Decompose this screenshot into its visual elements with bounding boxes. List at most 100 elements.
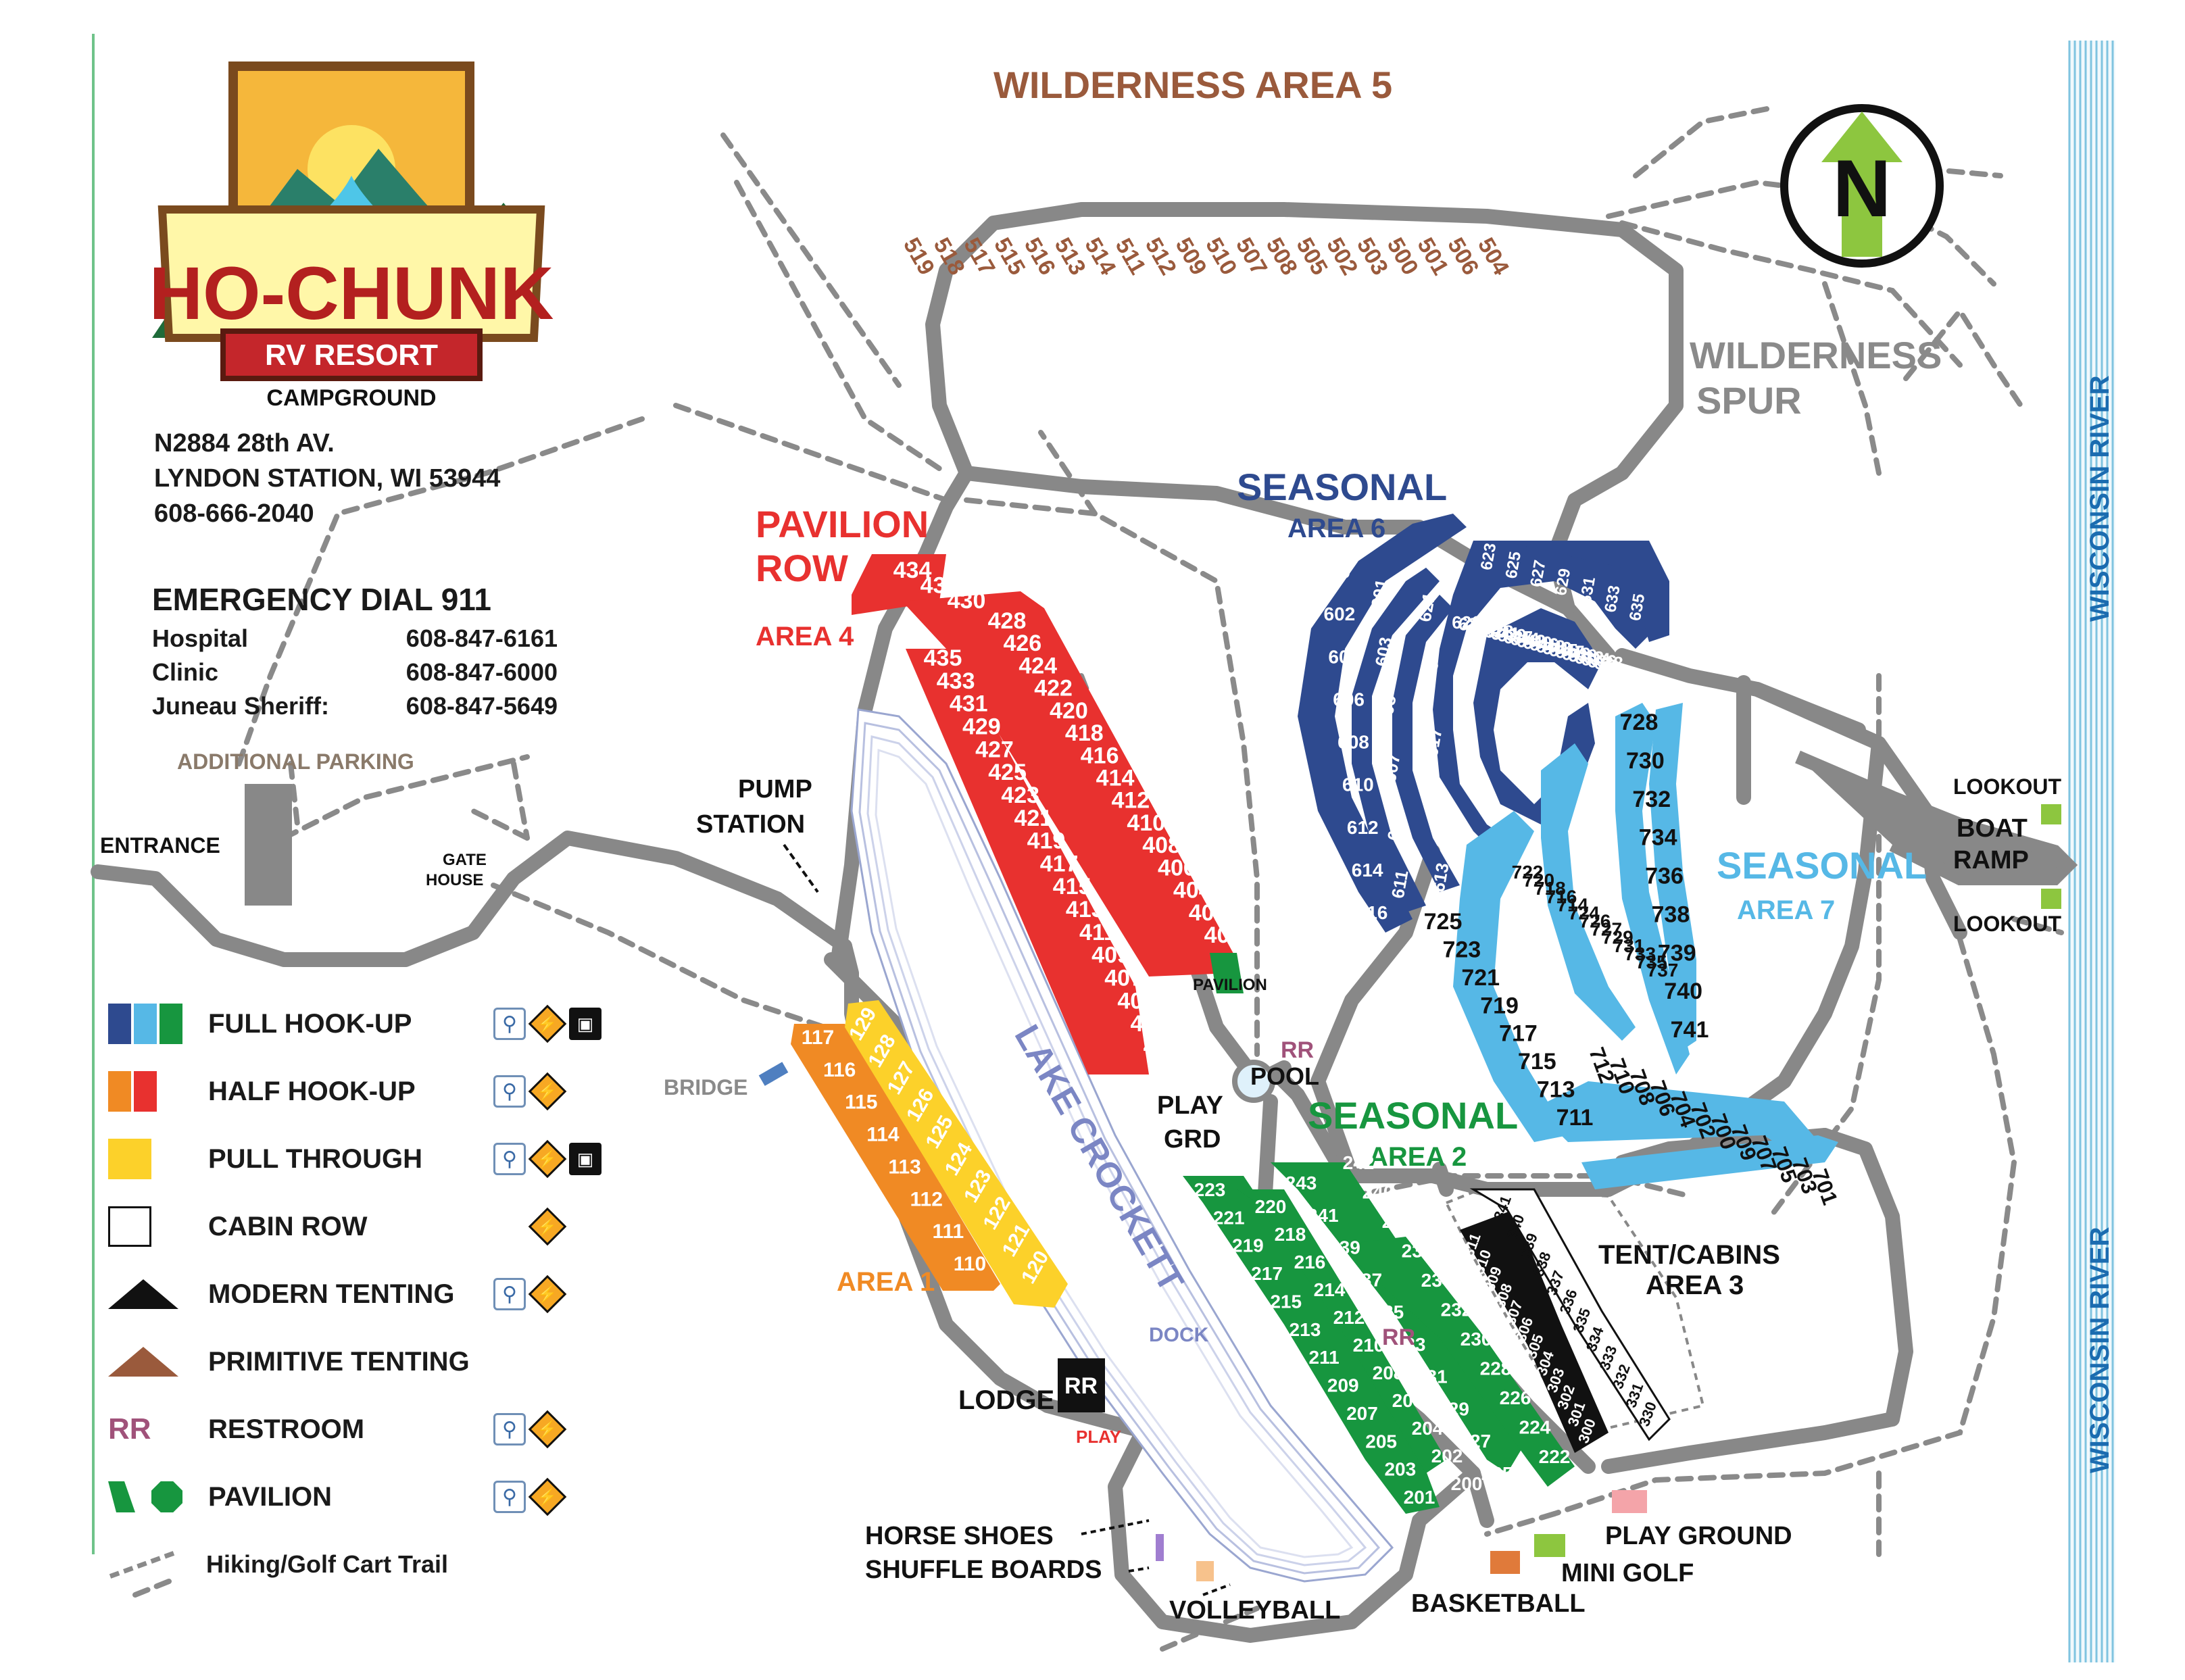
site-number[interactable]: 401 xyxy=(1144,1034,1182,1060)
site-number[interactable]: 427 xyxy=(975,737,1014,762)
site-number[interactable]: 113 xyxy=(888,1156,920,1178)
site-number[interactable]: 411 xyxy=(1079,920,1116,945)
site-number[interactable]: 511 xyxy=(1110,234,1151,279)
site-number[interactable]: 210 xyxy=(1353,1335,1385,1356)
site-number[interactable]: 114 xyxy=(866,1124,900,1146)
site-number[interactable]: 215 xyxy=(1270,1291,1302,1312)
site-number[interactable]: 649 xyxy=(1562,643,1591,664)
site-number[interactable]: 235 xyxy=(1373,1302,1404,1323)
site-number[interactable]: 729 xyxy=(1602,927,1634,948)
site-number[interactable]: 701 xyxy=(1807,1166,1842,1208)
site-number[interactable]: 725 xyxy=(1424,909,1463,935)
site-number[interactable]: 605 xyxy=(1375,693,1400,726)
site-number[interactable]: 741 xyxy=(1671,1017,1709,1043)
site-number[interactable]: 211 xyxy=(1309,1347,1340,1368)
site-number[interactable]: 718 xyxy=(1534,878,1566,899)
site-number[interactable]: 714 xyxy=(1556,894,1588,915)
site-number[interactable]: 601 xyxy=(1367,577,1392,610)
site-number[interactable]: 418 xyxy=(1065,720,1104,746)
site-number[interactable]: 615 xyxy=(1425,793,1450,826)
site-number[interactable]: 421 xyxy=(1014,806,1052,831)
site-number[interactable]: 646 xyxy=(1529,635,1558,655)
site-number[interactable]: 612 xyxy=(1347,817,1379,838)
site-number[interactable]: 217 xyxy=(1251,1263,1283,1284)
site-number[interactable]: 632 xyxy=(1575,647,1604,668)
site-number[interactable]: 236 xyxy=(1402,1241,1433,1262)
site-number[interactable]: 404 xyxy=(1173,878,1212,904)
site-number[interactable]: 619 xyxy=(1418,658,1443,691)
site-number[interactable]: 724 xyxy=(1568,902,1600,923)
site-number[interactable]: 641 xyxy=(1491,623,1520,643)
site-number[interactable]: 112 xyxy=(910,1188,943,1210)
site-number[interactable]: 505 xyxy=(1291,233,1332,279)
site-number[interactable]: 408 xyxy=(1142,833,1181,858)
site-number[interactable]: 207 xyxy=(1346,1403,1378,1424)
site-number[interactable]: 620 xyxy=(1471,618,1500,638)
site-number[interactable]: 231 xyxy=(1416,1366,1448,1387)
site-number[interactable]: 204 xyxy=(1412,1418,1444,1439)
site-number[interactable]: 638 xyxy=(1594,653,1623,673)
site-number[interactable]: 621 xyxy=(1415,591,1440,623)
site-number[interactable]: 110 xyxy=(954,1253,986,1275)
site-number[interactable]: 648 xyxy=(1536,636,1565,656)
site-number[interactable]: 630 xyxy=(1568,645,1597,666)
site-number[interactable]: 643 xyxy=(1542,638,1571,658)
site-number[interactable]: 400 xyxy=(1204,922,1243,948)
site-number[interactable]: 226 xyxy=(1500,1387,1531,1408)
site-number[interactable]: 420 xyxy=(1050,698,1088,724)
site-number[interactable]: 733 xyxy=(1624,943,1656,964)
site-number[interactable]: 603 xyxy=(1371,635,1396,668)
site-number[interactable]: 426 xyxy=(1003,631,1041,656)
site-number[interactable]: 739 xyxy=(1658,940,1696,966)
site-number[interactable]: 722 xyxy=(1512,862,1544,883)
site-number[interactable]: 728 xyxy=(1620,710,1659,735)
site-number[interactable]: 431 xyxy=(950,691,988,717)
site-number[interactable]: 516 xyxy=(1019,233,1060,279)
site-number[interactable]: 518 xyxy=(929,233,970,279)
site-number[interactable]: 622 xyxy=(1465,616,1494,636)
site-number[interactable]: 403 xyxy=(1131,1011,1169,1037)
site-number[interactable]: 645 xyxy=(1548,640,1577,660)
site-number[interactable]: 422 xyxy=(1034,676,1073,701)
site-number[interactable]: 419 xyxy=(1027,829,1066,854)
site-number[interactable]: 205 xyxy=(1365,1431,1397,1452)
site-number[interactable]: 716 xyxy=(1546,886,1577,907)
site-number[interactable]: 732 xyxy=(1632,787,1671,812)
site-number[interactable]: 611 xyxy=(1388,868,1413,900)
site-number[interactable]: 513 xyxy=(1050,233,1091,279)
site-number[interactable]: 414 xyxy=(1096,766,1135,791)
site-number[interactable]: 430 xyxy=(948,588,986,614)
site-number[interactable]: 610 xyxy=(1342,774,1374,795)
site-number[interactable]: 508 xyxy=(1261,233,1302,279)
site-number[interactable]: 502 xyxy=(1321,233,1362,279)
site-number[interactable]: 212 xyxy=(1333,1307,1365,1328)
site-number[interactable]: 644 xyxy=(1510,629,1540,649)
site-number[interactable]: 618 xyxy=(1477,620,1506,640)
site-number[interactable]: 501 xyxy=(1412,233,1453,279)
site-number[interactable]: 402 xyxy=(1189,900,1227,926)
site-number[interactable]: 115 xyxy=(845,1091,877,1114)
site-number[interactable]: 406 xyxy=(1158,855,1196,881)
site-number[interactable]: 415 xyxy=(1053,874,1091,899)
site-number[interactable]: 626 xyxy=(1452,612,1481,633)
site-number[interactable]: 636 xyxy=(1588,651,1617,671)
site-number[interactable]: 721 xyxy=(1461,965,1500,991)
site-number[interactable]: 736 xyxy=(1645,864,1684,889)
site-number[interactable]: 517 xyxy=(958,233,1000,279)
site-number[interactable]: 717 xyxy=(1499,1021,1538,1047)
site-number[interactable]: 727 xyxy=(1590,919,1622,940)
site-number[interactable]: 730 xyxy=(1626,748,1665,774)
site-number[interactable]: 613 xyxy=(1428,861,1453,893)
site-number[interactable]: 642 xyxy=(1517,631,1546,651)
site-number[interactable]: 519 xyxy=(898,233,939,279)
site-number[interactable]: 429 xyxy=(962,714,1001,739)
site-number[interactable]: 719 xyxy=(1480,993,1519,1018)
site-number[interactable]: 111 xyxy=(932,1220,964,1243)
site-number[interactable]: 514 xyxy=(1079,233,1121,279)
site-number[interactable]: 412 xyxy=(1111,788,1150,814)
site-number[interactable]: 200 xyxy=(1451,1473,1483,1494)
site-number[interactable]: 237 xyxy=(1350,1269,1382,1290)
site-number[interactable]: 223 xyxy=(1194,1179,1226,1200)
site-number[interactable]: 506 xyxy=(1442,233,1483,279)
site-number[interactable]: 219 xyxy=(1232,1235,1264,1256)
